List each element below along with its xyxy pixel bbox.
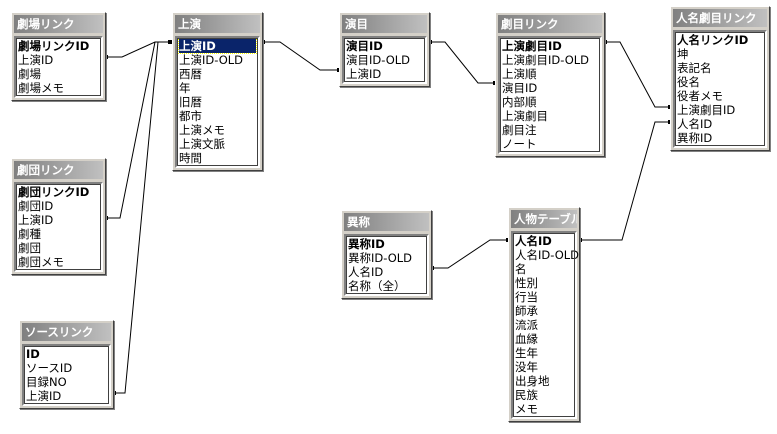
- field-item[interactable]: 没年: [515, 360, 538, 374]
- field-item[interactable]: 上演ID-OLD: [179, 53, 244, 67]
- field-item[interactable]: 人名ID: [515, 234, 552, 248]
- field-item[interactable]: 劇団リンクID: [18, 185, 90, 199]
- field-item[interactable]: 西暦: [179, 67, 202, 81]
- field-item[interactable]: 役名: [677, 75, 700, 89]
- field-item[interactable]: 上演劇目ID: [502, 39, 562, 53]
- field-item[interactable]: 異称ID: [348, 237, 385, 251]
- field-item[interactable]: 上演ID: [178, 38, 257, 54]
- field-item[interactable]: ノート: [502, 137, 537, 151]
- field-item[interactable]: 上演ID: [18, 53, 54, 67]
- field-item[interactable]: 年: [179, 81, 191, 95]
- field-item[interactable]: 劇種: [18, 227, 41, 241]
- field-item[interactable]: 上演ID: [346, 67, 382, 81]
- field-item[interactable]: 劇団ID: [18, 199, 54, 213]
- field-item[interactable]: 劇団メモ: [18, 255, 64, 269]
- field-item[interactable]: 劇目注: [502, 123, 537, 137]
- field-item[interactable]: 異称ID-OLD: [348, 251, 413, 265]
- field-item[interactable]: 演目ID-OLD: [346, 53, 411, 67]
- field-item[interactable]: 内部順: [502, 95, 537, 109]
- rel-ishou-jinbutsu: [432, 239, 508, 269]
- rel-joen-enmoku: [263, 41, 339, 71]
- field-item[interactable]: 劇団: [18, 241, 41, 255]
- field-item[interactable]: 人名リンクID: [677, 33, 749, 47]
- field-item[interactable]: 上演劇目ID-OLD: [502, 53, 590, 67]
- field-item[interactable]: 坤: [677, 47, 689, 61]
- field-item[interactable]: 時間: [179, 151, 202, 165]
- field-item[interactable]: 役者メモ: [677, 89, 723, 103]
- field-item[interactable]: 人名ID: [677, 117, 713, 131]
- field-item[interactable]: 上演ID: [26, 389, 62, 403]
- field-item[interactable]: 異称ID: [677, 131, 713, 145]
- rel-gekimoku-jinmei: [605, 41, 670, 108]
- field-item[interactable]: ID: [26, 347, 40, 361]
- table-title[interactable]: 劇目リンク: [498, 15, 602, 33]
- table-title[interactable]: 人物テーブル: [511, 210, 577, 228]
- field-item[interactable]: 流派: [515, 318, 538, 332]
- field-item[interactable]: 都市: [179, 109, 202, 123]
- rel-enmoku-gekimoku: [430, 41, 495, 84]
- field-item[interactable]: 行当: [515, 290, 538, 304]
- field-item[interactable]: 劇場メモ: [18, 81, 64, 95]
- rel-source-joen: [114, 41, 159, 394]
- field-item[interactable]: 上演文脈: [179, 137, 225, 151]
- field-item[interactable]: 上演順: [502, 67, 537, 81]
- field-item[interactable]: 旧暦: [179, 95, 202, 109]
- table-title[interactable]: ソースリンク: [22, 323, 111, 341]
- field-item[interactable]: 表記名: [677, 61, 712, 75]
- field-item[interactable]: 師承: [515, 304, 538, 318]
- table-title[interactable]: 演目: [342, 15, 427, 33]
- table-title[interactable]: 人名劇目リンク: [673, 9, 767, 27]
- table-title[interactable]: 異称: [344, 213, 429, 231]
- field-item[interactable]: 劇場リンクID: [18, 39, 90, 53]
- field-item[interactable]: 民族: [515, 388, 538, 402]
- field-item[interactable]: 上演劇目ID: [677, 103, 736, 117]
- field-item[interactable]: 名: [515, 262, 527, 276]
- field-item[interactable]: 目録NO: [26, 375, 67, 389]
- field-item[interactable]: 上演メモ: [179, 123, 225, 137]
- field-item[interactable]: 血縁: [515, 332, 538, 346]
- field-item[interactable]: 劇場: [18, 67, 41, 81]
- rel-gekidan-joen: [106, 41, 156, 219]
- field-item[interactable]: 生年: [515, 346, 538, 360]
- field-item[interactable]: 性別: [515, 276, 538, 290]
- field-item[interactable]: 上演劇目: [502, 109, 548, 123]
- table-title[interactable]: 劇場リンク: [14, 15, 103, 33]
- field-item[interactable]: 演目ID: [346, 39, 383, 53]
- table-title[interactable]: 劇団リンク: [14, 161, 103, 179]
- field-item[interactable]: メモ: [515, 402, 538, 416]
- table-title[interactable]: 上演: [175, 15, 260, 33]
- field-item[interactable]: 出身地: [515, 374, 550, 388]
- field-item[interactable]: 人名ID: [348, 265, 384, 279]
- rel-jinbutsu-jinmei: [580, 121, 670, 241]
- field-item[interactable]: 名称（全）: [348, 279, 406, 293]
- field-item[interactable]: 演目ID: [502, 81, 538, 95]
- field-item[interactable]: ソースID: [26, 361, 73, 375]
- field-item[interactable]: 人名ID-OLD: [515, 248, 580, 262]
- rel-gekijo-joen: [106, 41, 170, 58]
- field-item[interactable]: 上演ID: [18, 213, 54, 227]
